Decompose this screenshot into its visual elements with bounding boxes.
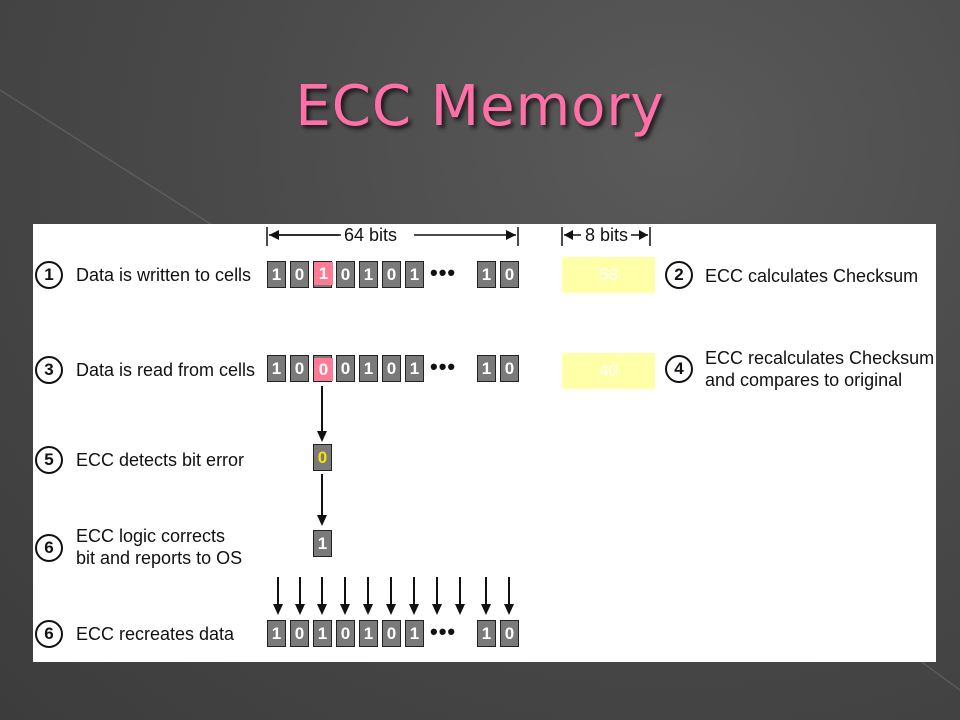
step-label-written: Data is written to cells	[76, 265, 252, 285]
bit-cell: 1	[359, 355, 378, 382]
bit-cell: 0	[336, 355, 355, 382]
slide-title: ECC Memory	[295, 74, 665, 139]
step-label-recreate: ECC recreates data	[76, 624, 235, 644]
step-number-1: 1	[35, 261, 63, 289]
bit-cell: 1	[405, 261, 424, 288]
bit-cell: 0	[336, 620, 355, 647]
step-number-4: 4	[665, 355, 693, 383]
recreate-arrows	[273, 577, 514, 615]
bit-cell: 0	[500, 620, 519, 647]
detected-error-bit: 0	[313, 444, 332, 471]
dimension-64-bits: 64 bits	[341, 225, 401, 245]
diagram-lines	[266, 227, 651, 615]
bit-cell: 0	[382, 355, 401, 382]
bit-cell: 0	[500, 261, 519, 288]
ellipsis-dots: •••	[430, 354, 457, 379]
corrected-bit: 1	[313, 530, 332, 557]
bit-cell: 1	[477, 261, 496, 288]
bit-cell: 0	[290, 261, 309, 288]
bit-cell: 1	[477, 620, 496, 647]
step-number-6a: 6	[35, 534, 63, 562]
written-bit-overlay: 1	[314, 262, 333, 285]
bit-cell: 1	[313, 620, 332, 647]
bit-cell: 1	[267, 620, 286, 647]
bit-cell: 0	[382, 261, 401, 288]
step-label-recalc-line1: ECC recalculates Checksum	[705, 348, 935, 368]
bit-cell: 1	[359, 261, 378, 288]
step-number-2: 2	[665, 261, 693, 289]
bit-cell: 1	[267, 261, 286, 288]
bit-cell: 0	[290, 620, 309, 647]
ecc-diagram-panel: 64 bits 8 bits 1 Data is written to cell…	[33, 224, 936, 662]
bit-cell: 1	[359, 620, 378, 647]
bit-cell: 0	[290, 355, 309, 382]
bit-cell: 1	[405, 620, 424, 647]
checksum-original: 58	[562, 257, 655, 293]
step-label-detect: ECC detects bit error	[76, 450, 245, 470]
step-number-3: 3	[35, 356, 63, 384]
ellipsis-dots: •••	[430, 619, 457, 644]
step-label-checksum: ECC calculates Checksum	[705, 266, 919, 286]
ellipsis-dots: •••	[430, 260, 457, 285]
step-label-read: Data is read from cells	[76, 360, 256, 380]
step-label-recalc-line2: and compares to original	[705, 370, 903, 390]
step-number-5: 5	[35, 446, 63, 474]
bit-cell: 1	[267, 355, 286, 382]
step-number-6b: 6	[35, 620, 63, 648]
bit-cell: 1	[477, 355, 496, 382]
dimension-8-bits: 8 bits	[582, 225, 632, 245]
bit-cell: 0	[500, 355, 519, 382]
step-label-correct-line1: ECC logic corrects	[76, 526, 226, 546]
read-bit-overlay: 0	[314, 358, 333, 381]
bit-cell: 0	[336, 261, 355, 288]
step-label-correct-line2: bit and reports to OS	[76, 548, 243, 568]
checksum-recalculated: 40	[562, 353, 655, 389]
bit-cell: 1	[405, 355, 424, 382]
bit-cell: 0	[382, 620, 401, 647]
